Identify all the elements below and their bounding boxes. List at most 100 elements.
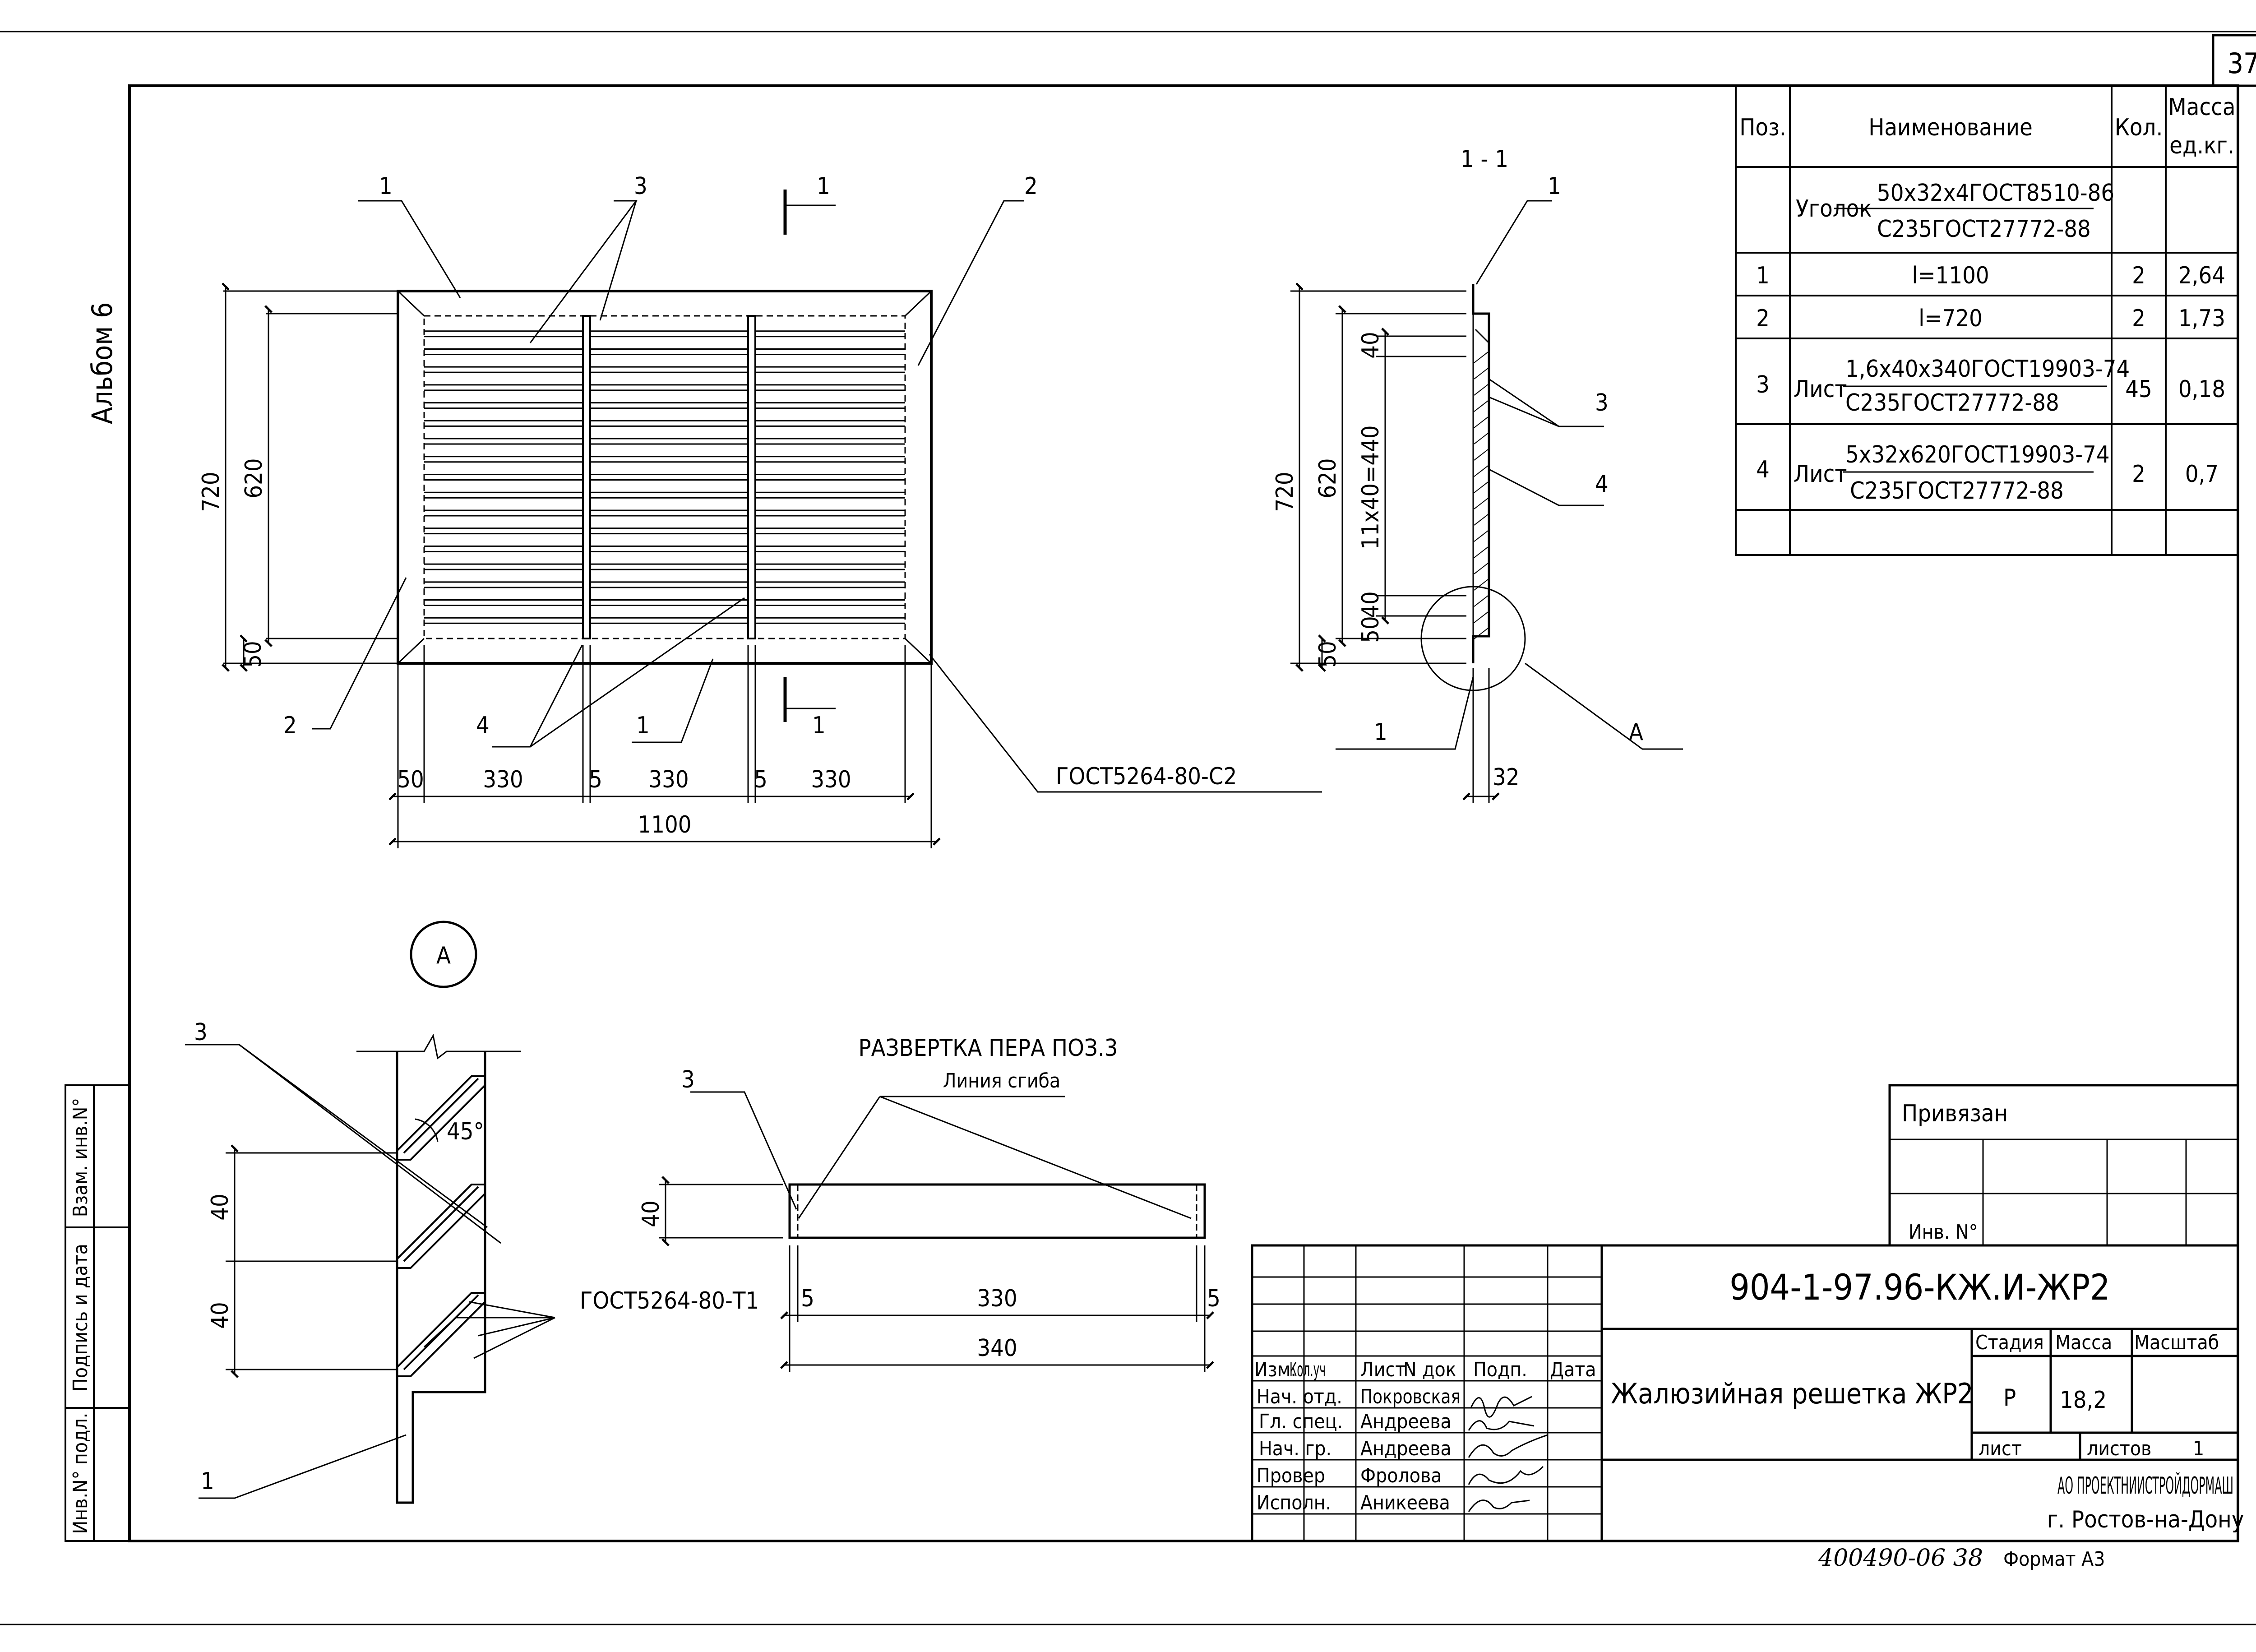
- svg-text:А: А: [436, 942, 451, 969]
- svg-text:ед.кг.: ед.кг.: [2169, 132, 2234, 159]
- front-view-labels: 1 3 1 2 2 4 1 1 ГОСТ5264-80-С2 720 620 5…: [198, 173, 1237, 838]
- svg-text:1: 1: [817, 173, 830, 200]
- svg-text:620: 620: [1314, 458, 1341, 498]
- section-hatch-line: [1474, 628, 1489, 639]
- section-hatch-line: [1474, 384, 1489, 396]
- svg-text:2: 2: [1756, 305, 1770, 332]
- svg-text:2: 2: [2132, 262, 2145, 289]
- svg-text:330: 330: [977, 1285, 1017, 1312]
- svg-text:Провер: Провер: [1257, 1464, 1325, 1487]
- svg-text:2,64: 2,64: [2178, 262, 2225, 289]
- svg-text:Подп.: Подп.: [1473, 1358, 1527, 1381]
- front-view: [222, 190, 1322, 848]
- svg-text:1: 1: [1756, 262, 1770, 289]
- svg-text:4: 4: [1756, 456, 1770, 483]
- specification-table: [1735, 85, 2239, 556]
- svg-text:1: 1: [1374, 719, 1387, 746]
- section-view: [1290, 200, 1683, 803]
- sheet-number: 37: [2228, 47, 2256, 80]
- svg-text:4: 4: [476, 712, 490, 739]
- document-code: 904-1-97.96-КЖ.И-ЖР2: [1729, 1268, 2110, 1308]
- svg-text:Уголок: Уголок: [1796, 195, 1872, 222]
- svg-text:32: 32: [1493, 764, 1520, 791]
- svg-text:Гл. спец.: Гл. спец.: [1259, 1410, 1343, 1433]
- section-hatch-line: [1474, 563, 1489, 574]
- specification-text: Поз. Наименование Кол. Масса ед.кг. Угол…: [1739, 94, 2235, 504]
- format-label: Формат А3: [2003, 1548, 2105, 1571]
- svg-text:720: 720: [198, 472, 225, 512]
- svg-text:40: 40: [1357, 591, 1384, 618]
- svg-text:40: 40: [207, 1194, 234, 1221]
- svg-text:5: 5: [1207, 1285, 1220, 1312]
- svg-text:50: 50: [397, 766, 424, 793]
- svg-text:50х32х4ГОСТ8510-86: 50х32х4ГОСТ8510-86: [1877, 180, 2114, 207]
- svg-text:5: 5: [589, 766, 602, 793]
- svg-text:Подпись и дата: Подпись и дата: [69, 1244, 92, 1392]
- svg-text:1,73: 1,73: [2178, 305, 2225, 332]
- svg-text:3: 3: [1595, 389, 1609, 416]
- svg-text:Масса: Масса: [2055, 1331, 2112, 1354]
- svg-text:4: 4: [1595, 471, 1609, 498]
- svg-text:1: 1: [1548, 173, 1561, 200]
- svg-text:Изм.: Изм.: [1254, 1358, 1296, 1381]
- organization-name: АО ПРОЕКТНИИСТРОЙДОРМАШ: [2057, 1472, 2233, 1499]
- svg-text:340: 340: [977, 1335, 1017, 1362]
- section-hatch-line: [1474, 433, 1489, 444]
- svg-text:1: 1: [812, 712, 826, 739]
- svg-text:5х32х620ГОСТ19903-74: 5х32х620ГОСТ19903-74: [1845, 441, 2110, 468]
- section-hatch-line: [1474, 352, 1489, 363]
- drawing-frame: [128, 84, 2239, 1542]
- svg-text:45°: 45°: [447, 1118, 484, 1145]
- svg-text:Наименование: Наименование: [1868, 114, 2033, 141]
- svg-text:1100: 1100: [638, 811, 691, 838]
- svg-text:3: 3: [1756, 371, 1770, 398]
- section-hatch-line: [1474, 498, 1489, 509]
- section-hatch-line: [1474, 416, 1489, 428]
- section-hatch-line: [1474, 530, 1489, 542]
- svg-text:50: 50: [240, 641, 267, 668]
- svg-text:Аникеева: Аникеева: [1360, 1491, 1450, 1514]
- section-hatch-line: [1474, 449, 1489, 461]
- svg-text:l=720: l=720: [1919, 305, 1982, 332]
- svg-text:А: А: [1629, 719, 1643, 746]
- svg-text:1: 1: [379, 173, 393, 200]
- svg-text:N док: N док: [1403, 1358, 1456, 1381]
- section-hatch-line: [1474, 595, 1489, 607]
- inv-no-label: Инв. N°: [1909, 1221, 1978, 1244]
- unfold-view: [659, 1091, 1214, 1372]
- svg-text:40: 40: [1357, 332, 1384, 359]
- svg-text:Нач. гр.: Нач. гр.: [1259, 1437, 1331, 1460]
- privyazan-label: Привязан: [1902, 1100, 2008, 1127]
- section-hatch-line: [1474, 368, 1489, 379]
- svg-text:1,6х40х340ГОСТ19903-74: 1,6х40х340ГОСТ19903-74: [1845, 356, 2130, 383]
- svg-text:0,18: 0,18: [2178, 376, 2225, 403]
- svg-text:50: 50: [1357, 616, 1384, 643]
- svg-text:Стадия: Стадия: [1975, 1331, 2044, 1354]
- svg-text:С235ГОСТ27772-88: С235ГОСТ27772-88: [1850, 477, 2064, 504]
- side-stamp: [65, 1084, 130, 1542]
- svg-text:Взам. инв.N°: Взам. инв.N°: [69, 1098, 92, 1217]
- svg-text:Лист: Лист: [1794, 376, 1847, 403]
- detail-a: [185, 921, 555, 1504]
- svg-text:3: 3: [634, 173, 647, 200]
- svg-text:лист: лист: [1979, 1437, 2022, 1460]
- section-hatch-line: [1474, 465, 1489, 477]
- svg-text:l=1100: l=1100: [1912, 262, 1989, 289]
- svg-text:2: 2: [1024, 173, 1038, 200]
- svg-text:Р: Р: [2003, 1384, 2016, 1411]
- svg-text:5: 5: [801, 1285, 814, 1312]
- svg-text:Фролова: Фролова: [1360, 1464, 1442, 1487]
- svg-text:С235ГОСТ27772-88: С235ГОСТ27772-88: [1877, 216, 2091, 243]
- svg-text:330: 330: [648, 766, 689, 793]
- svg-text:РАЗВЕРТКА ПЕРА ПОЗ.3: РАЗВЕРТКА ПЕРА ПОЗ.3: [858, 1035, 1118, 1062]
- svg-text:1: 1: [201, 1468, 214, 1495]
- svg-text:40: 40: [638, 1200, 665, 1227]
- svg-text:3: 3: [681, 1066, 695, 1093]
- svg-text:1: 1: [2193, 1437, 2204, 1460]
- section-hatch-line: [1474, 481, 1489, 493]
- svg-text:ГОСТ5264-80-С2: ГОСТ5264-80-С2: [1056, 763, 1237, 790]
- svg-text:1 - 1: 1 - 1: [1461, 146, 1508, 173]
- svg-text:620: 620: [240, 458, 268, 498]
- drawing-name: Жалюзийная решетка ЖР2: [1611, 1377, 1973, 1410]
- svg-text:Линия сгиба: Линия сгиба: [943, 1069, 1060, 1092]
